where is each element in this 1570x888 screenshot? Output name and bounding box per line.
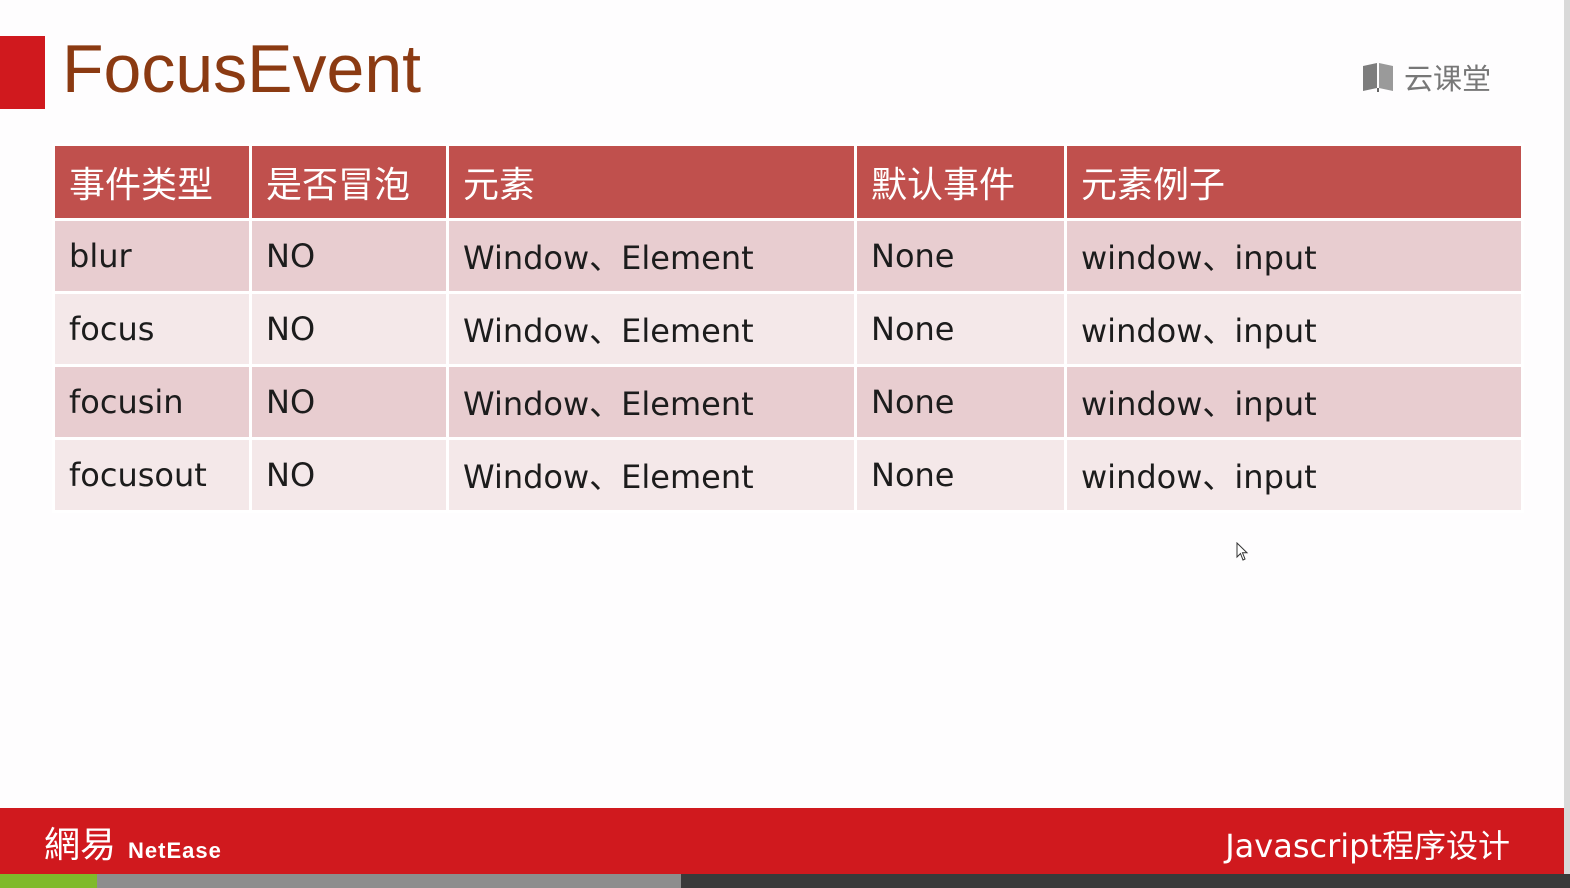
cell-event-type: focusin bbox=[52, 364, 252, 440]
cell-bubbles: NO bbox=[249, 364, 449, 440]
title-accent-bar bbox=[0, 36, 45, 109]
mouse-pointer-icon bbox=[1236, 542, 1249, 561]
table-row: focus NO Window、Element None window、inpu… bbox=[52, 291, 1524, 367]
cell-default-action: None bbox=[854, 218, 1067, 294]
header-event-type: 事件类型 bbox=[52, 143, 252, 221]
cell-element-example: window、input bbox=[1064, 364, 1524, 440]
netease-logo-cn: 網易 bbox=[44, 825, 117, 866]
cell-event-type: blur bbox=[52, 218, 252, 294]
cell-element-example: window、input bbox=[1064, 291, 1524, 367]
cell-default-action: None bbox=[854, 291, 1067, 367]
brand-logo: 云课堂 bbox=[1360, 56, 1491, 98]
cell-element: Window、Element bbox=[446, 218, 857, 294]
cell-element: Window、Element bbox=[446, 291, 857, 367]
cell-event-type: focus bbox=[52, 291, 252, 367]
cell-element-example: window、input bbox=[1064, 218, 1524, 294]
cell-bubbles: NO bbox=[249, 218, 449, 294]
book-icon bbox=[1363, 63, 1393, 92]
cell-default-action: None bbox=[854, 437, 1067, 513]
brand-name: 云课堂 bbox=[1404, 62, 1492, 96]
cell-element: Window、Element bbox=[446, 364, 857, 440]
progress-buffered bbox=[0, 874, 682, 888]
focus-event-table: 事件类型 是否冒泡 元素 默认事件 元素例子 blur NO Window、El… bbox=[52, 143, 1524, 513]
cell-element-example: window、input bbox=[1064, 437, 1524, 513]
course-title: Javascript程序设计 bbox=[1225, 827, 1510, 865]
footer-bar: 網易 NetEase Javascript程序设计 bbox=[0, 808, 1564, 874]
cell-event-type: focusout bbox=[52, 437, 252, 513]
cell-bubbles: NO bbox=[249, 437, 449, 513]
window-edge bbox=[1564, 0, 1570, 888]
header-bubbles: 是否冒泡 bbox=[249, 143, 449, 221]
cell-bubbles: NO bbox=[249, 291, 449, 367]
table-row: blur NO Window、Element None window、input bbox=[52, 218, 1524, 294]
cell-default-action: None bbox=[854, 364, 1067, 440]
cell-element: Window、Element bbox=[446, 437, 857, 513]
slide-title: FocusEvent bbox=[62, 31, 422, 107]
header-default-action: 默认事件 bbox=[854, 143, 1067, 221]
video-progress-bar[interactable] bbox=[0, 874, 1570, 888]
netease-logo: 網易 NetEase bbox=[44, 826, 222, 866]
progress-played[interactable] bbox=[0, 874, 98, 888]
header-element: 元素 bbox=[446, 143, 857, 221]
table-header-row: 事件类型 是否冒泡 元素 默认事件 元素例子 bbox=[52, 143, 1524, 221]
table-row: focusin NO Window、Element None window、in… bbox=[52, 364, 1524, 440]
table-row: focusout NO Window、Element None window、i… bbox=[52, 437, 1524, 513]
header-element-example: 元素例子 bbox=[1064, 143, 1524, 221]
netease-logo-en: NetEase bbox=[128, 838, 222, 863]
